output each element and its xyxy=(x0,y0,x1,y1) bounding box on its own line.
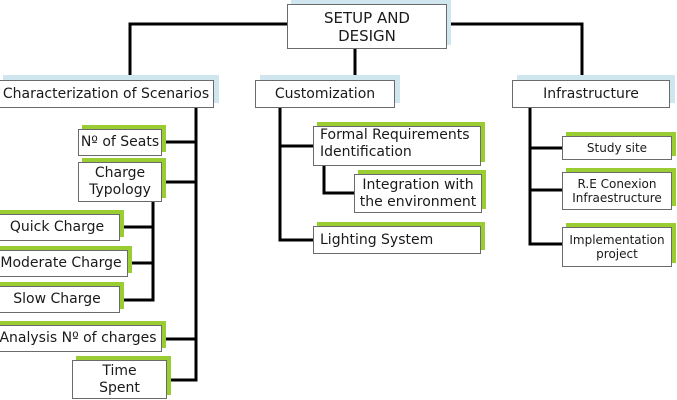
label-slow-charge: Slow Charge xyxy=(13,291,101,308)
node-customization: Customization xyxy=(255,80,395,108)
label-lighting-system: Lighting System xyxy=(320,231,434,248)
label-implementation-line2: project xyxy=(596,247,638,261)
label-customization: Customization xyxy=(274,85,376,102)
node-study-site: Study site xyxy=(562,136,672,160)
root-node-setup-design: SETUP AND DESIGN xyxy=(287,4,447,49)
node-infrastructure: Infrastructure xyxy=(512,80,670,108)
label-moderate-charge: Moderate Charge xyxy=(0,255,122,272)
node-re-conexion: R.E Conexion Infraestructure xyxy=(562,172,672,210)
label-seats: Nº of Seats xyxy=(80,134,160,151)
label-re-conexion-line2: Infraestructure xyxy=(572,191,662,205)
node-characterization-of-scenarios: Characterization of Scenarios xyxy=(0,80,214,108)
node-implementation-project: Implementation project xyxy=(562,227,672,267)
label-charge-typology-line2: Typology xyxy=(89,182,151,198)
label-formal-requirements-line1: Formal Requirements xyxy=(320,127,470,143)
label-formal-requirements-line2: Identification xyxy=(320,143,412,160)
label-time-spent-line2: Spent xyxy=(99,379,140,396)
node-quick-charge: Quick Charge xyxy=(0,214,120,241)
node-time-spent: Time Spent xyxy=(72,360,167,399)
label-quick-charge: Quick Charge xyxy=(9,219,105,236)
label-integration-line2: the environment xyxy=(359,193,477,210)
label-infrastructure: Infrastructure xyxy=(543,85,639,102)
label-integration-line1: Integration with xyxy=(362,176,474,193)
label-re-conexion-line1: R.E Conexion xyxy=(577,176,657,191)
label-implementation-line1: Implementation xyxy=(569,232,665,247)
root-label-line2: DESIGN xyxy=(338,26,396,45)
node-seats: Nº of Seats xyxy=(78,129,162,156)
connector-root-infrastructure xyxy=(446,22,584,82)
node-lighting-system: Lighting System xyxy=(313,226,481,254)
node-analysis-charges: Analysis Nº of charges xyxy=(0,325,162,352)
label-charge-typology-line1: Charge xyxy=(94,165,146,182)
label-study-site: Study site xyxy=(586,140,648,155)
label-analysis-charges: Analysis Nº of charges xyxy=(0,330,157,347)
node-integration-environment: Integration with the environment xyxy=(354,174,482,213)
connector-root-scenarios xyxy=(128,22,290,82)
node-slow-charge: Slow Charge xyxy=(0,286,120,313)
node-moderate-charge: Moderate Charge xyxy=(0,250,128,277)
label-time-spent-line1: Time xyxy=(102,362,137,379)
node-formal-requirements: Formal Requirements Identification xyxy=(313,126,481,166)
node-charge-typology: Charge Typology xyxy=(78,162,162,202)
root-label-line1: SETUP AND xyxy=(324,8,410,27)
connector-integration xyxy=(322,164,356,195)
label-characterization-of-scenarios: Characterization of Scenarios xyxy=(2,85,210,102)
